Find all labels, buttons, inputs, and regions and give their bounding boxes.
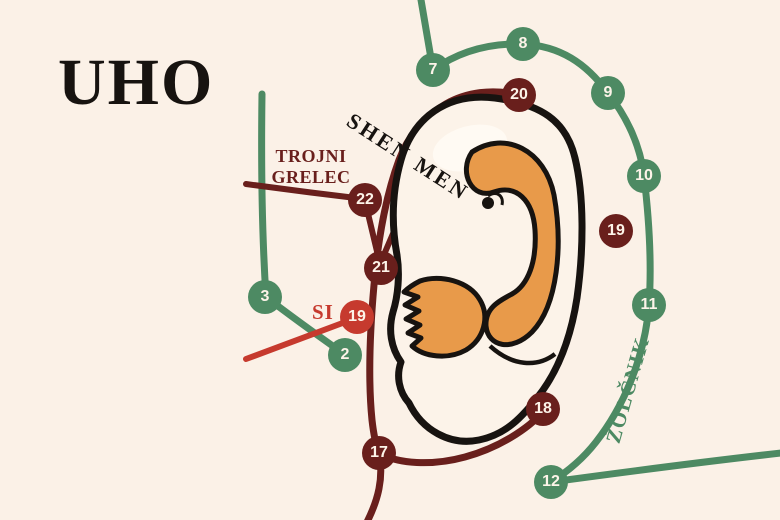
acupoint-maroon-21: 21 xyxy=(364,251,398,285)
acupoint-green-10: 10 xyxy=(627,159,661,193)
acupoint-green-11: 11 xyxy=(632,288,666,322)
acupoint-green-9: 9 xyxy=(591,76,625,110)
label-si: SI xyxy=(312,300,334,324)
ear-illustration xyxy=(387,93,586,445)
acupoint-maroon-17: 17 xyxy=(362,436,396,470)
shen-men-curl xyxy=(487,192,504,206)
acupoint-red-19: 19 xyxy=(340,300,374,334)
label-trojni-grelec: TROJNI GRELEC xyxy=(250,146,372,188)
acupoint-green-12: 12 xyxy=(534,465,568,499)
acupoint-maroon-18: 18 xyxy=(526,392,560,426)
acupoint-green-8: 8 xyxy=(506,27,540,61)
si-meridian-line xyxy=(243,315,359,362)
acupoint-green-3: 3 xyxy=(248,280,282,314)
acupoint-maroon-22: 22 xyxy=(348,183,382,217)
acupoint-maroon-19: 19 xyxy=(599,214,633,248)
label-trojni-grelec-line1: TROJNI xyxy=(275,146,347,166)
acupoint-green-2: 2 xyxy=(328,338,362,372)
shen-men-dot xyxy=(482,197,494,209)
label-trojni-grelec-line2: GRELEC xyxy=(271,167,351,188)
page-title: UHO xyxy=(58,46,215,119)
maroon-lobe-curve xyxy=(375,406,549,467)
acupoint-maroon-20: 20 xyxy=(502,78,536,112)
lobe-detail-line xyxy=(488,344,557,366)
acupoint-green-7: 7 xyxy=(416,53,450,87)
tragus-orange-shape xyxy=(401,275,488,359)
